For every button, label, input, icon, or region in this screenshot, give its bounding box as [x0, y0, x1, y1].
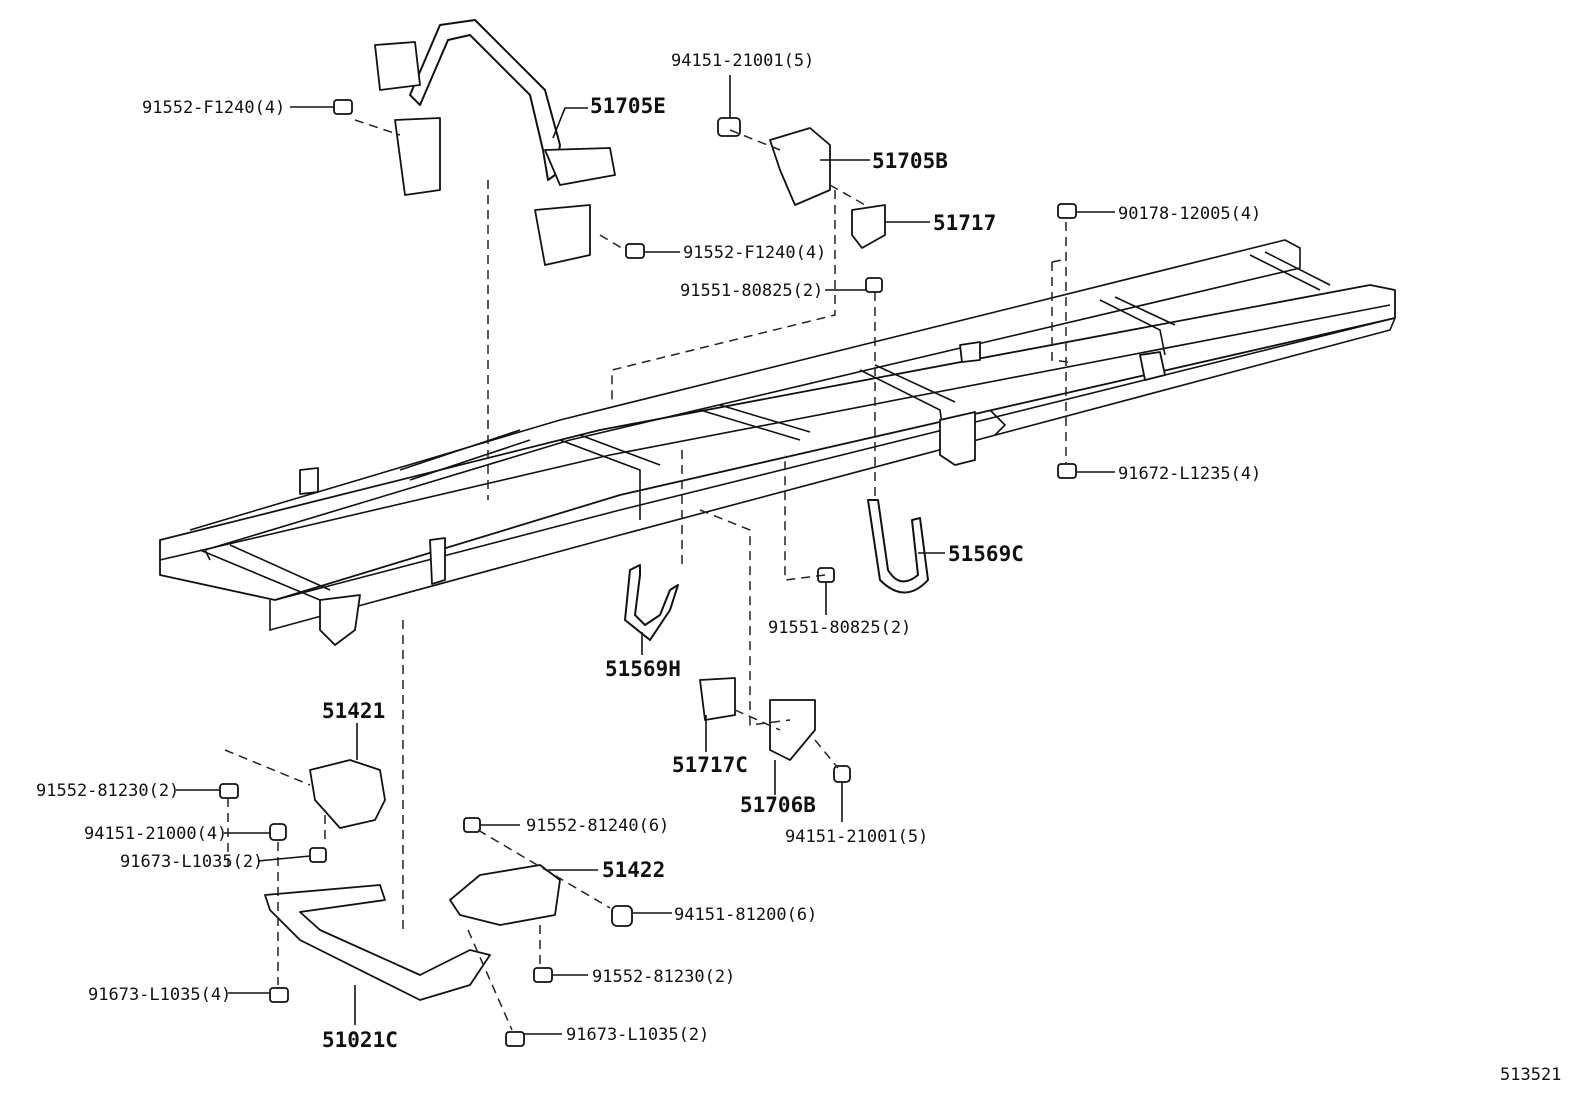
label-91552-81230-b: 91552-81230(2)	[592, 967, 735, 987]
chassis-frame	[159, 239, 1396, 646]
label-90178-12005: 90178-12005(4)	[1118, 204, 1261, 224]
part-51421	[309, 759, 386, 829]
label-51569H: 51569H	[605, 657, 681, 681]
part-51021C	[264, 884, 491, 1001]
leader-lines	[176, 75, 1115, 1035]
part-51706B	[769, 699, 816, 761]
label-51422: 51422	[602, 858, 665, 882]
label-94151-81200: 94151-81200(6)	[674, 905, 817, 925]
label-51421: 51421	[322, 699, 385, 723]
guide-lines	[224, 119, 1069, 1031]
label-91552-81240: 91552-81240(6)	[526, 816, 669, 836]
label-91673-L1035-b: 91673-L1035(4)	[88, 985, 231, 1005]
label-94151-21000: 94151-21000(4)	[84, 824, 227, 844]
callout-labels: 91552-F1240(4) 51705E 94151-21001(5) 517…	[36, 51, 1561, 1085]
label-51706B: 51706B	[740, 793, 816, 817]
part-51569C	[867, 499, 929, 594]
label-91551-80825-a: 91551-80825(2)	[680, 281, 823, 301]
label-51717: 51717	[933, 211, 996, 235]
label-91552-81230-a: 91552-81230(2)	[36, 781, 179, 801]
label-94151-21001-b: 94151-21001(5)	[785, 827, 928, 847]
part-51717C	[699, 677, 736, 721]
diagram-id: 513521	[1500, 1065, 1561, 1085]
label-91673-L1035-a: 91673-L1035(2)	[120, 852, 263, 872]
part-51705E	[374, 19, 616, 266]
label-91552-F1240-b: 91552-F1240(4)	[683, 243, 826, 263]
part-51569H	[624, 564, 679, 641]
label-51717C: 51717C	[672, 753, 748, 777]
label-91673-L1035-c: 91673-L1035(2)	[566, 1025, 709, 1045]
label-51705E: 51705E	[590, 94, 666, 118]
part-51717	[851, 204, 886, 249]
part-51705B	[769, 127, 831, 206]
part-51422	[449, 864, 561, 926]
label-94151-21001-a: 94151-21001(5)	[671, 51, 814, 71]
label-91552-F1240-a: 91552-F1240(4)	[142, 98, 285, 118]
label-51569C: 51569C	[948, 542, 1024, 566]
label-91551-80825-b: 91551-80825(2)	[768, 618, 911, 638]
label-51021C: 51021C	[322, 1028, 398, 1052]
label-51705B: 51705B	[872, 149, 948, 173]
label-91672-L1235: 91672-L1235(4)	[1118, 464, 1261, 484]
